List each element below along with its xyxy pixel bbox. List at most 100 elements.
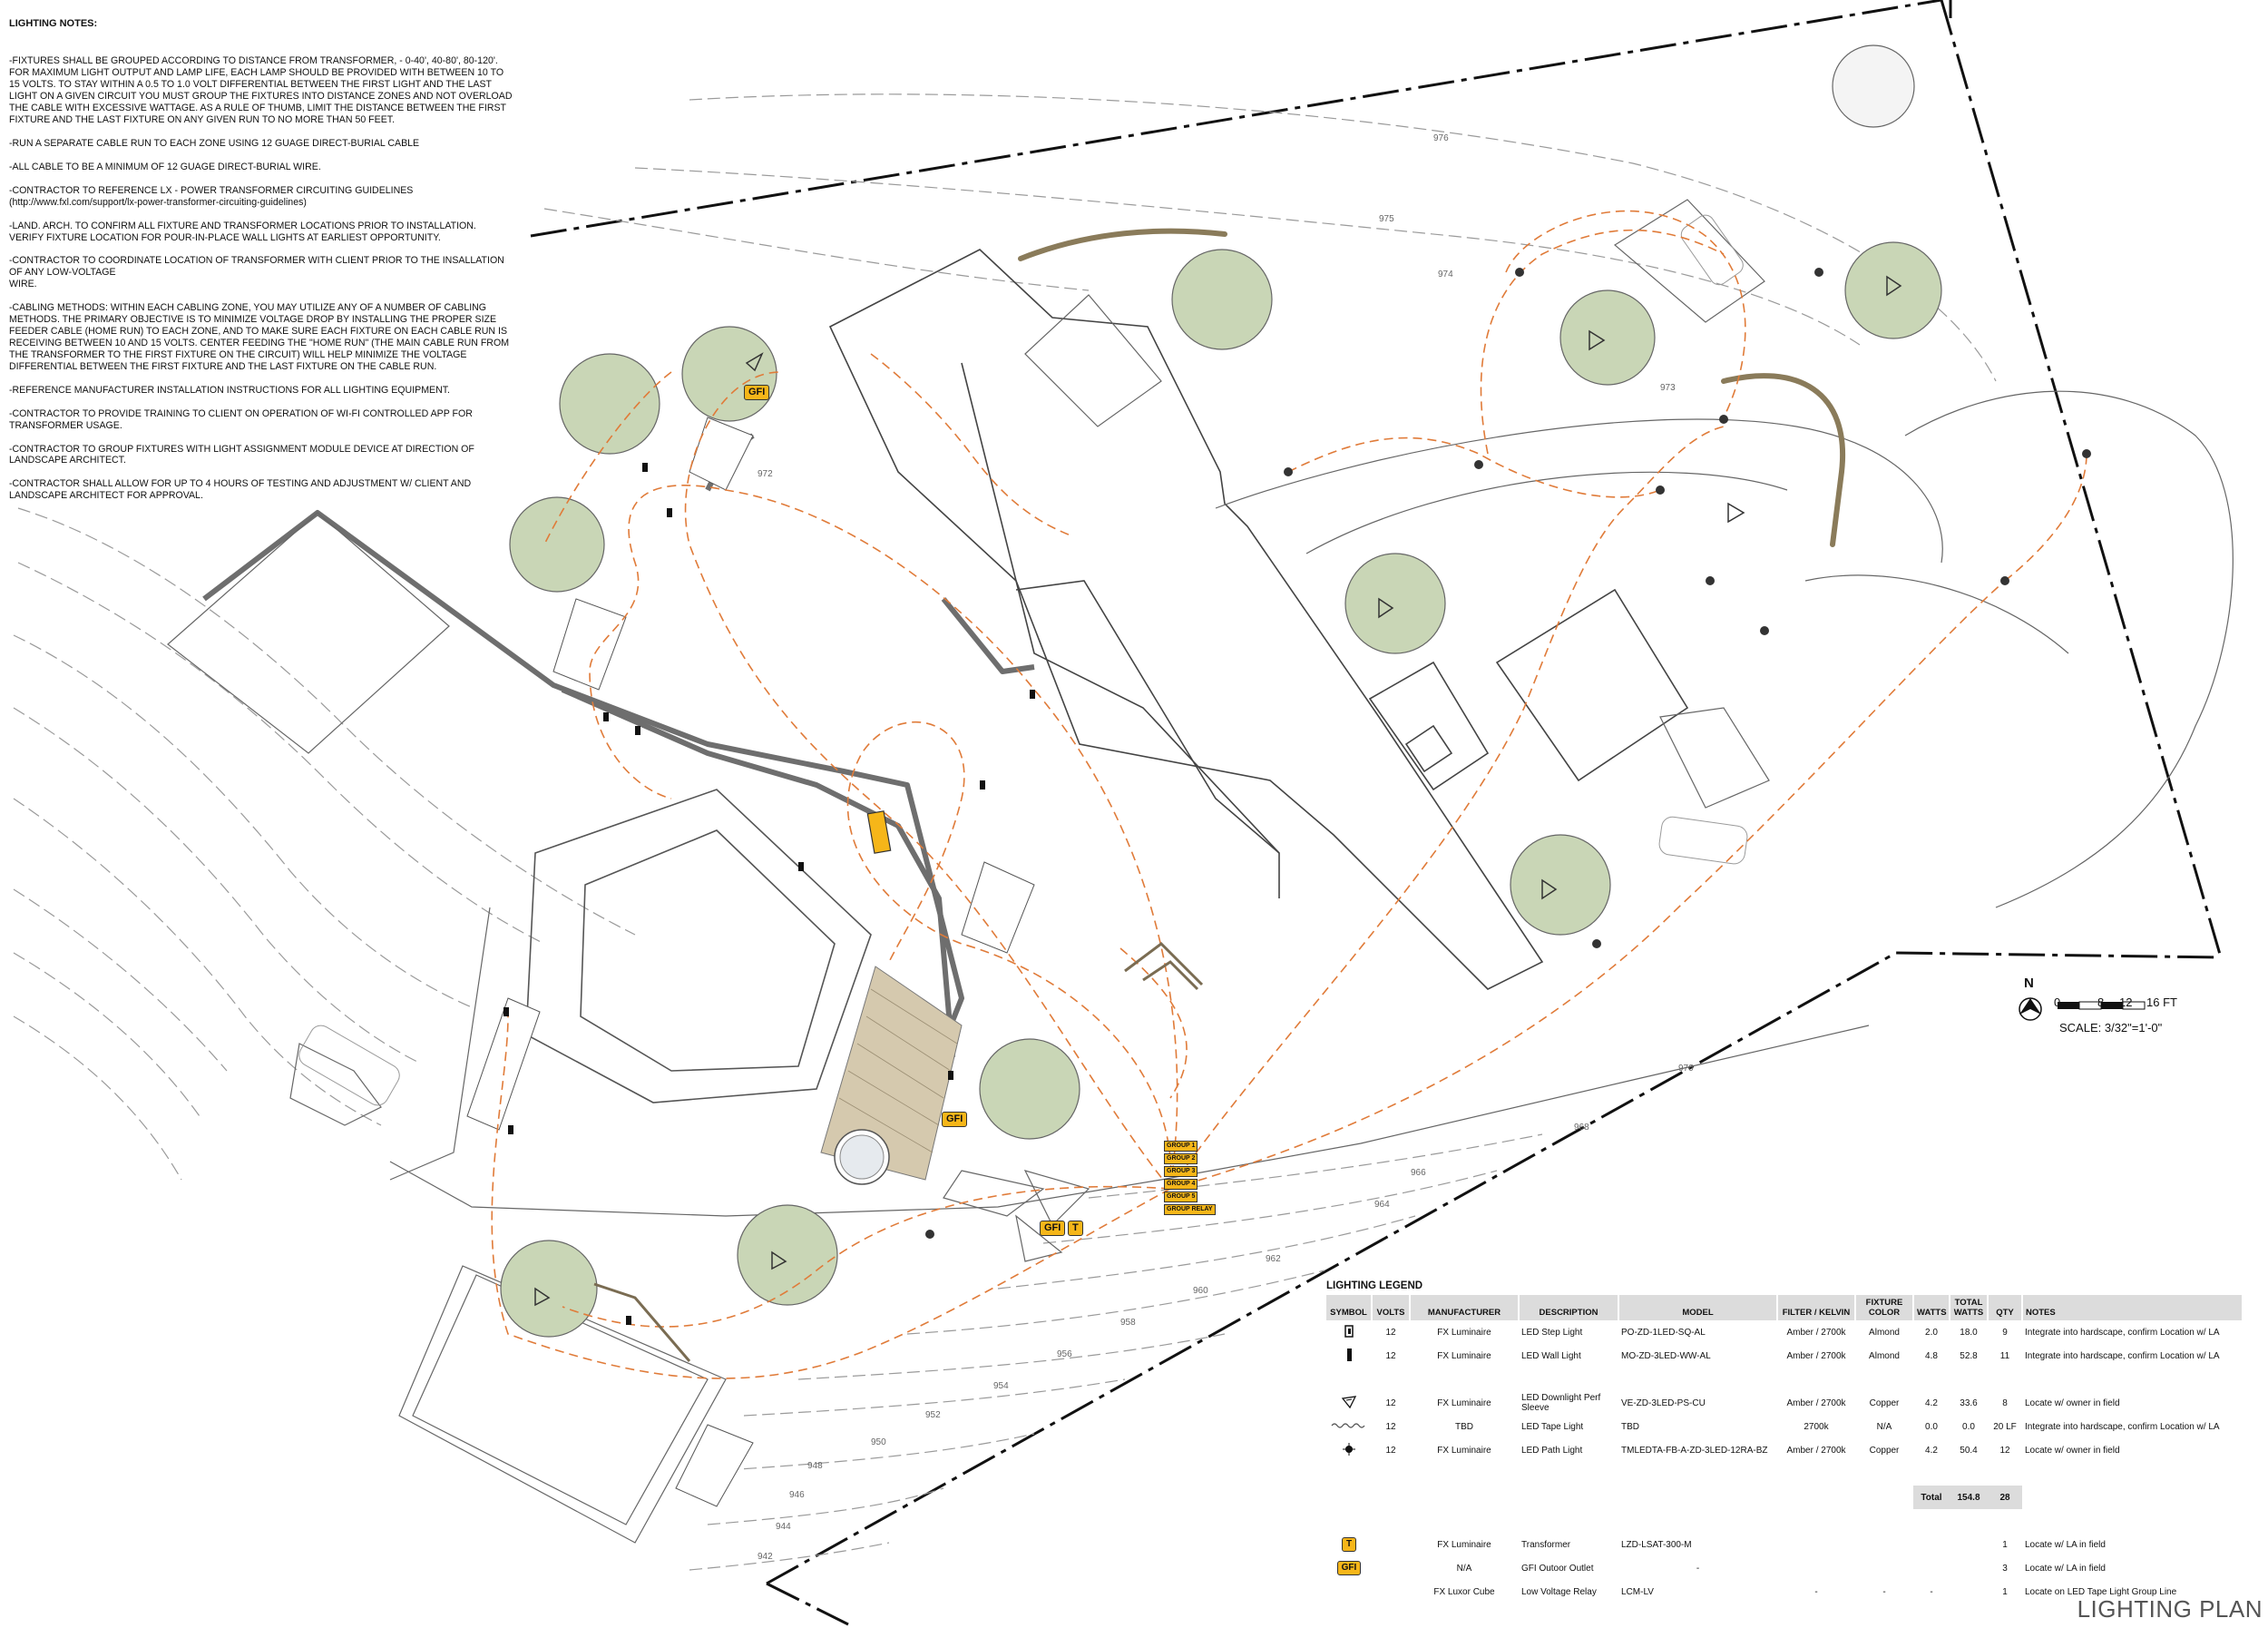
lighting-legend: LIGHTING LEGEND SYMBOL VOLTS MANUFACTURE… [1326, 1280, 2244, 1603]
contour-label: 973 [1660, 383, 1676, 393]
property-lines [530, 0, 2223, 1626]
legend-spacer [1326, 1509, 2243, 1533]
kelvin: Amber / 2700k [1786, 1327, 1846, 1338]
contour-label: 972 [758, 469, 773, 479]
description: LED Step Light [1521, 1327, 1583, 1338]
gfi-outlet-marker: GFI [744, 385, 770, 400]
qty: 3 [2002, 1563, 2008, 1574]
legend-header: FILTER / KELVIN [1777, 1295, 1856, 1320]
total-watts: 50.4 [1960, 1445, 1978, 1456]
description: LED Path Light [1521, 1445, 1583, 1456]
notes: Locate w/ owner in field [2025, 1445, 2120, 1456]
contour-label: 946 [789, 1490, 805, 1500]
fixture-color: Almond [1869, 1327, 1900, 1338]
notes: Locate on LED Tape Light Group Line [2025, 1586, 2177, 1597]
lower-stair-walls [593, 942, 1204, 1362]
tree-canopy [1559, 289, 1656, 386]
kelvin: 2700k [1804, 1421, 1829, 1432]
legend-title: LIGHTING LEGEND [1326, 1280, 1423, 1291]
pool [525, 789, 872, 1103]
description: LED Tape Light [1521, 1421, 1584, 1432]
contour-label: 956 [1057, 1349, 1072, 1359]
qty: 1 [2002, 1539, 2008, 1550]
manufacturer: FX Luminaire [1437, 1445, 1491, 1456]
legend-header: SYMBOL [1326, 1295, 1373, 1320]
path-light-icon [1326, 1438, 1372, 1462]
qty: 20 LF [1993, 1421, 2017, 1432]
kelvin: Amber / 2700k [1786, 1398, 1846, 1408]
legend-total-row: Total 154.8 28 [1326, 1486, 2243, 1509]
north-label: N [2024, 976, 2034, 991]
legend-header: MODEL [1618, 1295, 1778, 1320]
watts [1913, 1556, 1950, 1580]
circuit-group-tag: GROUP 1 [1164, 1141, 1198, 1152]
contour-label: 970 [1678, 1064, 1694, 1074]
total-watts [1950, 1556, 1988, 1580]
scale-label: SCALE: 3/32"=1'-0" [2059, 1021, 2163, 1035]
legend-header: VOLTS [1372, 1295, 1411, 1320]
kelvin [1777, 1533, 1855, 1556]
watts [1913, 1533, 1950, 1556]
qty: 12 [1999, 1445, 2010, 1456]
contour-label: 950 [871, 1437, 886, 1447]
gfi-outlet-icon: GFI [1326, 1556, 1372, 1580]
kelvin: Amber / 2700k [1786, 1350, 1846, 1361]
volts: 12 [1385, 1327, 1396, 1338]
total-watts: 33.6 [1960, 1398, 1978, 1408]
volts: 12 [1385, 1350, 1396, 1361]
fixture-color: Copper [1869, 1398, 1900, 1408]
legend-header-row: SYMBOL VOLTS MANUFACTURER DESCRIPTION MO… [1326, 1295, 2244, 1320]
note-item: -RUN A SEPARATE CABLE RUN TO EACH ZONE U… [9, 137, 420, 149]
lighting-notes: LIGHTING NOTES: -FIXTURES SHALL BE GROUP… [9, 18, 540, 514]
note-item: -CONTRACTOR TO GROUP FIXTURES WITH LIGHT… [9, 443, 474, 466]
total-watts: 18.0 [1960, 1327, 1978, 1338]
contour-label: 952 [925, 1410, 941, 1420]
volts: 12 [1385, 1421, 1396, 1432]
total-watts: 154.8 [1950, 1486, 1988, 1509]
tree-canopy [1344, 553, 1446, 654]
tree-canopy [559, 353, 660, 455]
retaining-walls [202, 433, 1035, 1068]
fixture-color: - [1882, 1586, 1886, 1597]
circuit-group-tag: GROUP 5 [1164, 1192, 1198, 1202]
contour-label: 962 [1266, 1254, 1281, 1264]
vehicles [298, 214, 1748, 1106]
total-label: Total [1913, 1486, 1950, 1509]
garden-walls [1018, 228, 1846, 547]
model: - [1696, 1563, 1700, 1574]
qty: 9 [2002, 1327, 2008, 1338]
contour-label: 942 [758, 1552, 773, 1562]
contour-label: 968 [1574, 1123, 1589, 1133]
manufacturer: TBD [1455, 1421, 1473, 1432]
note-item: -CONTRACTOR SHALL ALLOW FOR UP TO 4 HOUR… [9, 478, 472, 502]
total-watts: 0.0 [1962, 1421, 1975, 1432]
notes: Locate w/ owner in field [2025, 1398, 2120, 1408]
tape-light-icon [1326, 1415, 1372, 1438]
step-light-icon [1326, 1320, 1372, 1344]
volts [1372, 1580, 1410, 1603]
total-qty: 28 [1988, 1486, 2022, 1509]
total-watts: 52.8 [1960, 1350, 1978, 1361]
manufacturer: FX Luxor Cube [1433, 1586, 1495, 1597]
legend-header: DESCRIPTION [1519, 1295, 1619, 1320]
note-item: -CONTRACTOR TO PROVIDE TRAINING TO CLIEN… [9, 407, 473, 431]
fixture-color: Almond [1869, 1350, 1900, 1361]
manufacturer: FX Luminaire [1437, 1327, 1491, 1338]
total-watts [1950, 1580, 1988, 1603]
qty: 8 [2002, 1398, 2008, 1408]
note-item: -CONTRACTOR TO REFERENCE LX - POWER TRAN… [9, 184, 414, 208]
topography-contours [13, 93, 1997, 1571]
manufacturer: FX Luminaire [1437, 1398, 1491, 1408]
legend-row: 12 FX Luminaire LED Step Light PO-ZD-1LE… [1326, 1320, 2243, 1344]
notes-title: LIGHTING NOTES: [9, 18, 98, 29]
kelvin: - [1814, 1586, 1818, 1597]
watts: 2.0 [1925, 1327, 1938, 1338]
model: TBD [1621, 1421, 1639, 1432]
tree-canopy [1832, 44, 1915, 128]
kelvin [1777, 1556, 1855, 1580]
gfi-outlet-marker: GFI [1040, 1221, 1066, 1236]
legend-table: SYMBOL VOLTS MANUFACTURER DESCRIPTION MO… [1326, 1295, 2244, 1603]
legend-row: 12 FX Luminaire LED Downlight Perf Sleev… [1326, 1391, 2243, 1415]
note-item: -CONTRACTOR TO COORDINATE LOCATION OF TR… [9, 255, 504, 290]
manufacturer: N/A [1456, 1563, 1472, 1574]
